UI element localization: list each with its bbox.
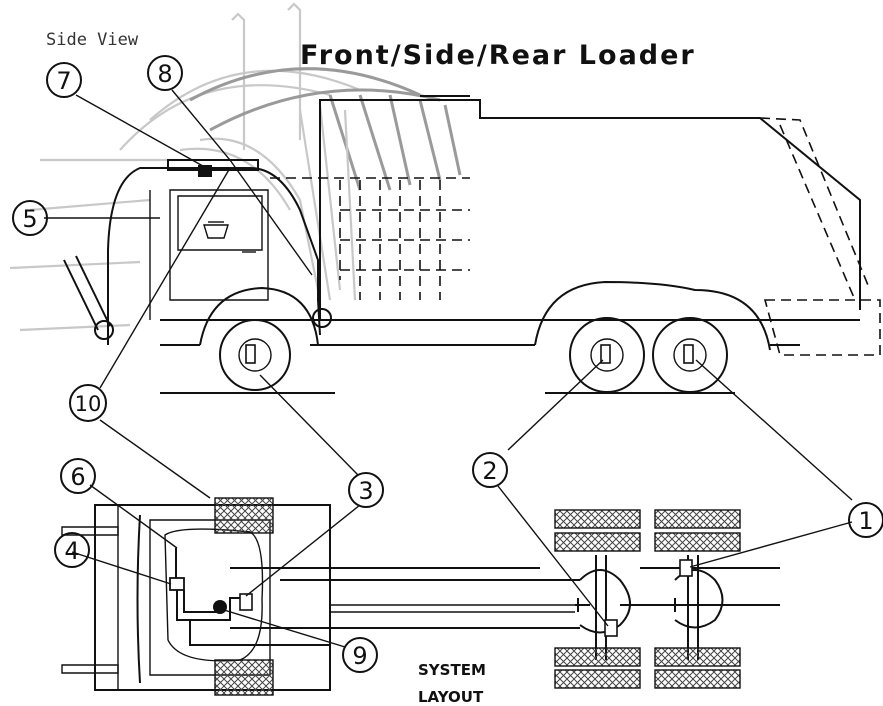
callout-5: 5 xyxy=(12,200,48,236)
rear-wheel xyxy=(652,317,728,393)
callout-4: 4 xyxy=(54,532,90,568)
svg-text:9: 9 xyxy=(352,642,367,670)
diagram-title: Front/Side/Rear Loader xyxy=(300,40,696,71)
system-layout-line2: LAYOUT xyxy=(418,688,484,706)
loader-arm-sweep xyxy=(9,2,462,332)
callout-9: 9 xyxy=(342,637,378,673)
callout-1: 1 xyxy=(848,502,883,538)
system-layout-line1: SYSTEM xyxy=(418,661,486,679)
svg-text:3: 3 xyxy=(358,477,373,505)
callout-7: 7 xyxy=(46,62,82,98)
view-label: Side View xyxy=(46,30,139,50)
svg-text:5: 5 xyxy=(22,205,37,233)
callout-8: 8 xyxy=(147,55,183,91)
leader-lines xyxy=(44,89,853,648)
truck-body-side xyxy=(270,95,881,356)
front-fork xyxy=(63,255,114,340)
svg-text:10: 10 xyxy=(75,392,102,416)
svg-text:7: 7 xyxy=(56,67,71,95)
svg-text:6: 6 xyxy=(70,463,85,491)
truck-cab-side xyxy=(107,159,321,345)
chassis-side xyxy=(160,280,860,351)
svg-text:8: 8 xyxy=(157,60,172,88)
callout-10: 10 xyxy=(69,384,107,422)
svg-text:2: 2 xyxy=(482,457,497,485)
truck-top-view xyxy=(61,497,780,696)
callout-3: 3 xyxy=(348,472,384,508)
callout-6: 6 xyxy=(60,458,96,494)
svg-text:1: 1 xyxy=(858,507,873,535)
svg-text:4: 4 xyxy=(64,537,79,565)
callout-2: 2 xyxy=(472,452,508,488)
front-wheel xyxy=(219,319,291,391)
